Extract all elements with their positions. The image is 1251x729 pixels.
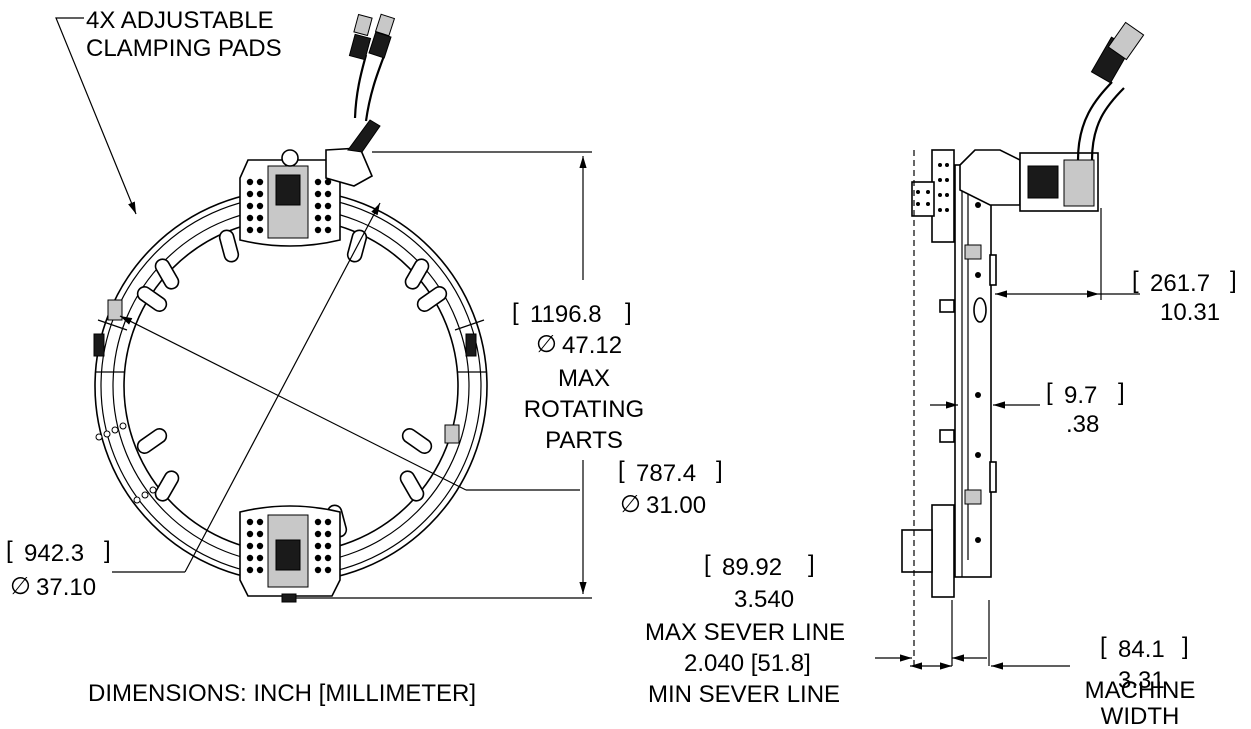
svg-text:[: [: [1046, 379, 1053, 406]
machine-width-label-2: WIDTH: [1101, 703, 1180, 729]
machine-width-inch: 3.31: [1118, 667, 1165, 694]
inner-diameter-line: [119, 315, 467, 491]
svg-text:]: ]: [104, 537, 111, 564]
svg-text:∅: ∅: [10, 573, 31, 600]
svg-text:]: ]: [1118, 379, 1125, 406]
bracket-open: [: [512, 299, 519, 326]
callout-line-2: CLAMPING PADS: [86, 35, 282, 62]
labels: 4X ADJUSTABLE CLAMPING PADS [ 1196.8 ] ∅…: [6, 7, 1237, 729]
svg-text:[: [: [1132, 267, 1139, 294]
plate-gap-inch: .38: [1066, 411, 1099, 438]
max-rotating-label-2: ROTATING: [524, 396, 644, 423]
max-sever-mm: 89.92: [722, 554, 782, 581]
svg-text:]: ]: [1182, 633, 1189, 660]
plate-gap-mm: 9.7: [1064, 382, 1097, 409]
max-rotating-inch: 47.12: [562, 332, 622, 359]
min-sever-value: 2.040 [51.8]: [684, 650, 811, 677]
side-block-left: [93, 333, 105, 357]
motor-offset-inch: 10.31: [1160, 299, 1220, 326]
max-sever-label: MAX SEVER LINE: [645, 619, 845, 646]
diameter-symbol: ∅: [536, 331, 557, 358]
outer-diameter-line: [184, 202, 381, 573]
side-view: [875, 21, 1145, 670]
callout-line-1: 4X ADJUSTABLE: [86, 7, 274, 34]
svg-text:]: ]: [716, 457, 723, 484]
svg-text:]: ]: [625, 299, 632, 326]
outer-diameter-inch: 37.10: [36, 574, 96, 601]
svg-text:[: [: [618, 457, 625, 484]
inner-diameter-mm: 787.4: [636, 460, 696, 487]
svg-text:∅: ∅: [620, 491, 641, 518]
inner-ring: [123, 218, 459, 554]
units-note: DIMENSIONS: INCH [MILLIMETER]: [88, 680, 476, 707]
motor-assembly: [325, 13, 396, 187]
max-rotating-mm: 1196.8: [530, 301, 602, 328]
inner-diameter-inch: 31.00: [646, 492, 706, 519]
svg-text:[: [: [6, 537, 13, 564]
svg-text:]: ]: [808, 551, 815, 578]
outer-diameter-mm: 942.3: [24, 540, 84, 567]
front-view: [55, 13, 592, 603]
svg-text:]: ]: [1230, 267, 1237, 294]
min-sever-label: MIN SEVER LINE: [648, 681, 840, 708]
machine-width-mm: 84.1: [1118, 636, 1165, 663]
svg-text:[: [: [1100, 633, 1107, 660]
max-rotating-label-1: MAX: [558, 365, 610, 392]
top-clamp-pad: [239, 149, 341, 247]
side-plate: [954, 164, 992, 578]
max-rotating-label-3: PARTS: [545, 427, 623, 454]
bottom-clamp-pad: [239, 505, 341, 603]
max-sever-inch: 3.540: [734, 586, 794, 613]
motor-offset-mm: 261.7: [1150, 270, 1210, 297]
machine-width-label-1: MACHINE: [1085, 677, 1196, 704]
side-block-right: [465, 333, 477, 357]
clamping-pads-leader: [55, 17, 137, 215]
svg-text:[: [: [704, 551, 711, 578]
